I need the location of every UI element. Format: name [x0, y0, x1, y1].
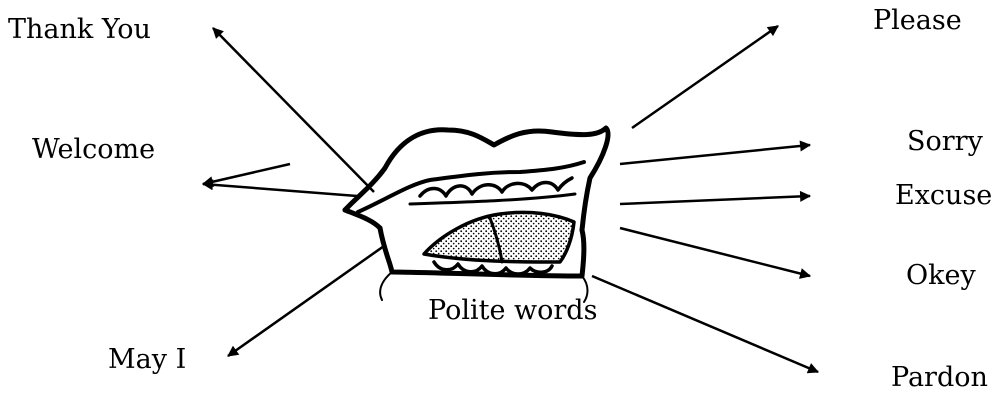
mouth-corner-left — [345, 210, 380, 228]
arrow-okey — [620, 228, 810, 276]
label-okey: Okey — [906, 262, 976, 289]
arrow-welcome-upper — [203, 164, 290, 184]
arrow-sorry — [620, 145, 810, 164]
arrow-pardon — [592, 276, 818, 372]
label-thank-you: Thank You — [8, 16, 151, 43]
label-sorry: Sorry — [907, 128, 983, 155]
arrow-welcome-lower — [203, 184, 357, 196]
label-welcome: Welcome — [32, 136, 155, 163]
upper-lip-inner — [358, 162, 584, 212]
center-label: Polite words — [428, 297, 597, 324]
arrow-excuse — [620, 196, 810, 204]
arrow-may-i — [228, 246, 384, 356]
mouth-illustration — [345, 128, 608, 302]
label-pardon: Pardon — [891, 364, 988, 391]
label-please: Please — [873, 7, 962, 34]
arrow-thank-you — [213, 28, 374, 192]
label-may-i: May I — [108, 346, 186, 373]
label-excuse: Excuse — [895, 182, 992, 209]
tongue — [424, 212, 574, 262]
upper-teeth — [420, 178, 572, 196]
arrow-please — [632, 26, 778, 128]
